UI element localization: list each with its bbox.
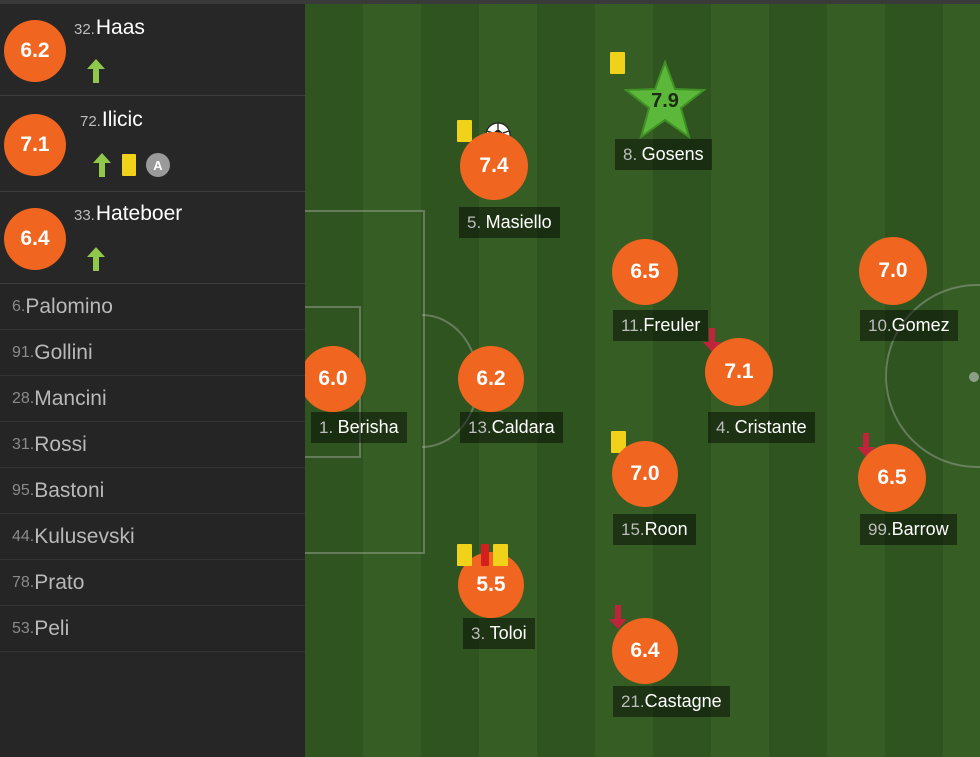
rating-badge: 6.5 (858, 444, 926, 512)
rating-badge: 6.4 (612, 618, 678, 684)
bench-number: 95. (12, 481, 35, 499)
bench-name: Gollini (34, 340, 93, 364)
bench-number: 44. (12, 527, 35, 545)
bench-row[interactable]: 44.Kulusevski (0, 514, 305, 560)
second-yellow-card-icon (493, 544, 508, 566)
red-card-icon (481, 544, 489, 566)
substitutes-sidebar: 6.2 32.Haas 7.1 72.Ilicic A 6.4 33.Hateb… (0, 4, 305, 757)
bench-name: Bastoni (34, 478, 105, 502)
player-label: 3. Toloi (463, 618, 535, 649)
rating-badge: 7.1 (4, 114, 66, 176)
yellow-card-icon (611, 431, 626, 453)
player-name: 32.Haas (74, 16, 145, 39)
substitute-row[interactable]: 6.4 33.Hateboer (0, 192, 305, 284)
player-label: 99.Barrow (860, 514, 957, 545)
player-label: 5. Masiello (459, 207, 560, 238)
bench-number: 6. (12, 297, 26, 315)
center-spot (969, 372, 979, 382)
rating-badge: 7.0 (859, 237, 927, 305)
sub-in-arrow-icon (87, 247, 105, 271)
rating-value: 7.9 (651, 90, 679, 112)
rating-badge: 6.0 (305, 346, 366, 412)
bench-number: 53. (12, 619, 35, 637)
bench-number: 78. (12, 573, 35, 591)
player-label: 8. Gosens (615, 139, 712, 170)
rating-badge: 6.4 (4, 208, 66, 270)
substitute-row[interactable]: 7.1 72.Ilicic A (0, 96, 305, 192)
player-label: 1. Berisha (311, 412, 407, 443)
bench-name: Prato (34, 570, 85, 594)
bench-name: Peli (34, 616, 70, 640)
bench-name: Mancini (34, 386, 107, 410)
sub-in-arrow-icon (93, 153, 111, 177)
pitch: 6.0 1. Berisha 6.2 13.Caldara 7.4 5. Mas… (305, 4, 980, 757)
yellow-card-icon (122, 154, 136, 176)
bench-row[interactable]: 95.Bastoni (0, 468, 305, 514)
rating-badge: 6.5 (612, 239, 678, 305)
yellow-card-icon (457, 544, 472, 566)
rating-badge: 6.2 (458, 346, 524, 412)
bench-name: Rossi (34, 432, 87, 456)
bench-number: 31. (12, 435, 35, 453)
substitute-row[interactable]: 6.2 32.Haas (0, 4, 305, 96)
top-strip (0, 0, 980, 4)
player-label: 10.Gomez (860, 310, 958, 341)
bench-row[interactable]: 78.Prato (0, 560, 305, 606)
player-name: 72.Ilicic (80, 108, 143, 131)
bench-number: 91. (12, 343, 35, 361)
yellow-card-icon (610, 52, 625, 74)
top-rated-star-icon (623, 60, 707, 140)
sub-out-arrow-icon (609, 605, 627, 629)
rating-badge: 7.1 (705, 338, 773, 406)
player-name: 33.Hateboer (74, 202, 183, 225)
bench-row[interactable]: 31.Rossi (0, 422, 305, 468)
bench-name: Kulusevski (34, 524, 135, 548)
bench-row[interactable]: 6.Palomino (0, 284, 305, 330)
rating-badge: 7.4 (460, 132, 528, 200)
player-label: 4. Cristante (708, 412, 815, 443)
player-label: 11.Freuler (613, 310, 709, 341)
bench-row[interactable]: 28.Mancini (0, 376, 305, 422)
player-label: 15.Roon (613, 514, 696, 545)
bench-row[interactable]: 91.Gollini (0, 330, 305, 376)
bench-row[interactable]: 53.Peli (0, 606, 305, 652)
sub-in-arrow-icon (87, 59, 105, 83)
yellow-card-icon (457, 120, 472, 142)
captain-badge: A (146, 153, 170, 177)
bench-name: Palomino (25, 294, 113, 318)
rating-badge: 6.2 (4, 20, 66, 82)
player-label: 13.Caldara (460, 412, 563, 443)
player-label: 21.Castagne (613, 686, 730, 717)
rating-badge: 7.0 (612, 441, 678, 507)
bench-number: 28. (12, 389, 35, 407)
